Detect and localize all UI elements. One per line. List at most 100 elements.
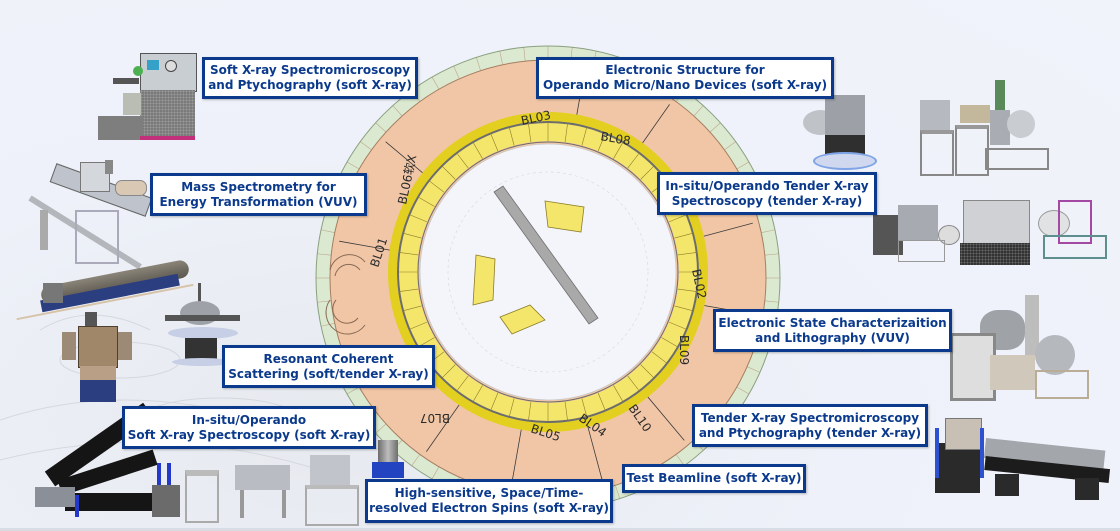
ring-cell-divider [456,152,469,169]
ring-cell-divider [428,180,445,193]
label-mass-spectrometry: Mass Spectrometry for Energy Transformat… [150,173,367,216]
ring-cell-divider [640,165,655,180]
ring-cell-divider [668,214,687,223]
ring-cell-divider [613,385,624,403]
ring-cell-divider [508,127,515,146]
soft-xray-spectroscopy-endstations-icon [20,402,370,526]
label-line: Soft X-ray Spectroscopy (soft X-ray) [127,427,371,442]
electronic-state-endstation-icon [940,285,1090,405]
label-line: Spectroscopy (tender X-ray) [671,193,863,208]
building-segment-line [453,65,460,79]
interior-building-2 [472,254,496,306]
building-segment-line [321,229,335,233]
beamline-path-bl04 [586,424,604,483]
building-segment-line [736,161,750,170]
building-segment-line [736,386,750,395]
tender-xray-endstations-icon [868,195,1118,270]
interior-building-1 [544,200,585,233]
bottom-divider [0,528,1120,531]
ring-cell-divider [651,351,668,364]
label-tender-xray-spectromicroscopy: Tender X-ray Spectromicroscopy and Ptych… [692,404,928,447]
building-segment-line [375,122,387,133]
scattering-hutches [325,254,366,335]
interior-building-3 [499,304,546,335]
ring-cell-divider [661,337,679,348]
ring-interior [419,143,677,401]
linac [493,185,599,325]
ring-cell-divider [409,321,428,330]
building-segment-line [709,122,721,133]
label-line: Scattering (soft/tender X-ray) [228,366,429,381]
beamline-label-bl07: BL07 [420,411,450,425]
label-electronic-structure-operando: Electronic Structure for Operando Micro/… [536,57,834,99]
building-segment-line [764,253,779,256]
ring-cell-divider [441,165,456,180]
label-line: Test Beamline (soft X-ray) [626,471,802,485]
ring-cell-divider [597,392,606,411]
beamline-label-bl08: BL08 [599,129,631,148]
ring-cell-divider [581,398,588,417]
label-resonant-coherent-scattering: Resonant Coherent Scattering (soft/tende… [222,345,435,388]
operando-device-endstations-icon [795,80,1055,176]
building-segment-line [346,386,360,395]
building-segment-line [675,454,685,466]
label-line: Soft X-ray Spectromicroscopy [209,63,411,77]
ring-cell-divider [564,123,568,143]
beamline-label-bl02: BL02 [689,268,709,300]
building-segment-line [411,454,421,466]
ring-cell-divider [581,127,588,146]
label-line: and Lithography (VUV) [755,330,910,345]
building-segment-line [360,141,372,151]
label-line: Resonant Coherent [263,351,394,366]
label-electronic-state-lithography: Electronic State Characterizaition and L… [713,309,952,352]
diffractometer-endstation-icon [60,312,135,407]
label-line: Operando Micro/Nano Devices (soft X-ray) [542,78,828,92]
label-electron-spins: High-sensitive, Space/Time- resolved Ele… [365,479,613,523]
building-segment-line [431,466,440,480]
ring-cell-divider [409,214,428,223]
building-segment-line [375,423,387,434]
building-segment-line [476,57,481,71]
beamline-path-bl07 [426,402,462,452]
beamline-label-bl03: BL03 [520,108,552,128]
label-line: and Ptychography (tender X-ray) [698,425,922,440]
ring-cell-divider [472,141,483,159]
building-segment-line [317,253,332,256]
building-segment-line [431,76,440,90]
ring-inner-wall [417,141,679,403]
label-line: resolved Electron Spins (soft X-ray) [369,501,609,515]
label-line: Energy Transformation (VUV) [159,194,358,209]
ring-cell-divider [403,305,422,312]
ring-cell-divider [627,375,640,392]
label-line: Tender X-ray Spectromicroscopy [700,410,920,425]
label-line: In-situ/Operando [191,412,307,427]
ring-cell-divider [597,133,606,152]
beamline-label-bl09: BL09 [677,335,691,365]
ring-cell-divider [627,152,640,169]
label-insitu-tender-xray: In-situ/Operando Tender X-ray Spectrosco… [657,172,877,215]
ring-cell-divider [403,232,422,239]
beamline-path-bl01 [339,240,399,252]
building-segment-line [693,105,704,117]
building-segment-line [346,161,360,170]
label-line: Electronic Structure for [605,63,765,77]
beamline-path-bl02 [694,222,753,240]
spin-detector-endstation-icon [368,440,408,480]
ring-cell-divider [399,288,419,292]
mass-spectrometry-endstation-icon [20,150,160,270]
ring-cell-divider [674,232,693,239]
building-segment-line [761,229,775,233]
ring-cell-divider [677,252,697,256]
ring-cell-divider [640,364,655,379]
label-line: Electronic State Characterizaition [718,315,947,330]
ring-cell-divider [528,123,532,143]
ring-cell-divider [564,401,568,421]
label-insitu-soft-xray: In-situ/Operando Soft X-ray Spectroscopy… [122,406,376,449]
label-line: and Ptychography (soft X-ray) [208,78,412,92]
ring-cell-divider [490,392,499,411]
building-segment-line [724,141,736,151]
building-segment-line [499,51,503,65]
beamline-path-bl10 [645,394,685,441]
label-test-beamline: Test Beamline (soft X-ray) [622,464,806,493]
